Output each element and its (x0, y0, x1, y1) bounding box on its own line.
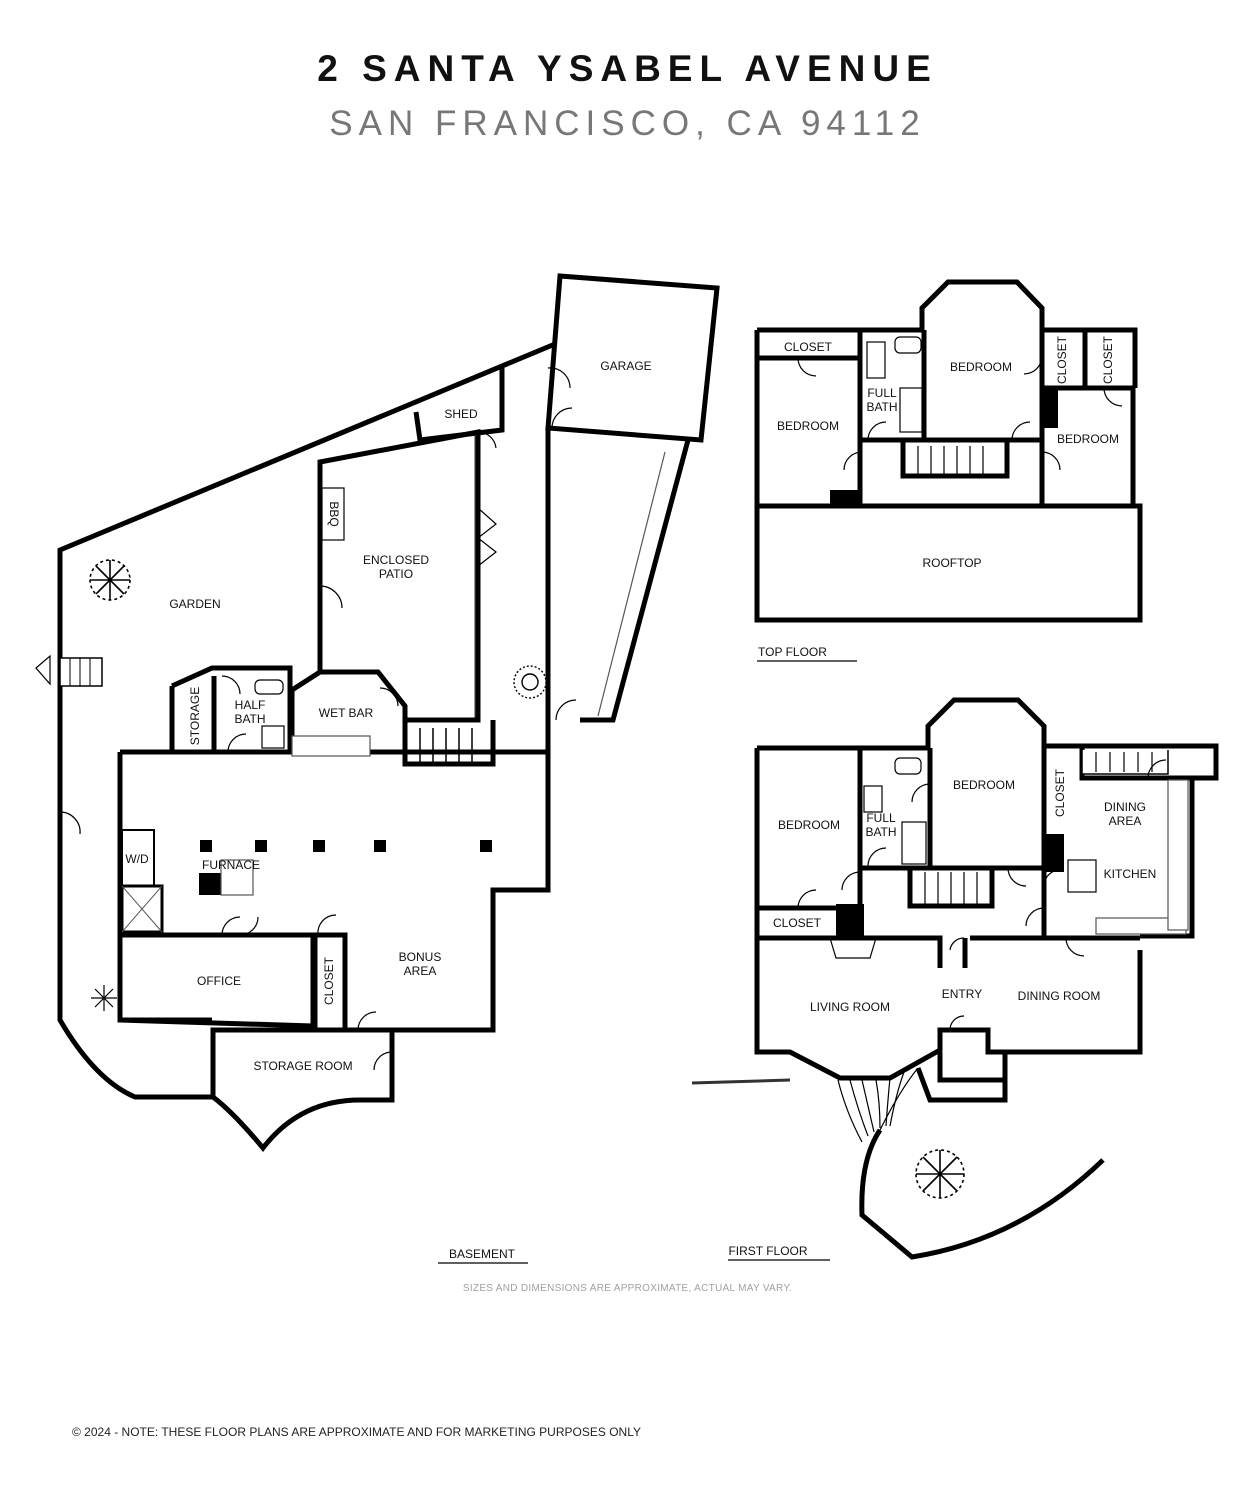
label-dining-area-1: DINING (1104, 800, 1146, 814)
label-enclosed-2: PATIO (379, 567, 413, 581)
first-bath-shower (901, 821, 927, 865)
basement-stair-treads (419, 728, 473, 762)
label-top-floor: TOP FLOOR (758, 645, 827, 659)
basement-stairs (402, 720, 496, 767)
half-bath-sink (261, 725, 285, 749)
label-entry: ENTRY (942, 987, 982, 1001)
top-chimney (830, 490, 860, 506)
label-dining-area-2: AREA (1109, 814, 1142, 828)
label-top-closet-c: CLOSET (1101, 335, 1115, 384)
garden-tree-icon (89, 559, 131, 601)
label-bbq: BBQ (327, 501, 341, 526)
disclaimer-text: SIZES AND DIMENSIONS ARE APPROXIMATE, AC… (462, 1283, 793, 1294)
label-garage: GARAGE (600, 359, 651, 373)
label-top-bedroom-left: BEDROOM (777, 419, 839, 433)
label-storage-room: STORAGE ROOM (253, 1059, 352, 1073)
label-top-closet-a: CLOSET (784, 340, 833, 354)
front-yard-tree-icon (915, 1149, 965, 1199)
basement-plan: GARAGE SHED BBQ ENCLOSED PATIO GARDEN ST… (35, 273, 720, 1264)
first-north-walls (757, 697, 1219, 939)
basement-doors (35, 367, 577, 1071)
first-fireplace (836, 904, 864, 940)
label-kitchen: KITCHEN (1104, 867, 1157, 881)
label-enclosed-1: ENCLOSED (363, 553, 429, 567)
label-half-bath-1: HALF (235, 698, 266, 712)
bbq-counter (321, 487, 345, 541)
top-doors (797, 355, 1123, 471)
basement-east-wall (345, 428, 551, 1033)
label-top-bedroom-center: BEDROOM (950, 360, 1012, 374)
top-stairs (900, 442, 1010, 479)
label-first-fullbath-1: FULL (866, 811, 896, 825)
top-bath-shower (899, 387, 923, 433)
first-south-walls (754, 748, 1143, 1081)
enclosed-patio-walls (317, 428, 481, 723)
label-wd: W/D (125, 852, 149, 866)
first-chimney (1044, 834, 1064, 872)
label-first-bedroom-left: BEDROOM (778, 818, 840, 832)
label-first-bedroom-center: BEDROOM (953, 778, 1015, 792)
furnace-unit (199, 873, 221, 895)
half-bath-toilet (254, 679, 284, 695)
label-basement-closet: CLOSET (322, 956, 336, 1005)
first-stairs-2 (1081, 750, 1169, 775)
label-first-fullbath-2: BATH (865, 825, 896, 839)
front-steps (837, 1067, 919, 1143)
first-bath-toilet (894, 757, 922, 775)
storage-halfbath-walls (170, 665, 293, 752)
city-subtitle: SAN FRANCISCO, CA 94112 (329, 104, 926, 143)
label-first-closet-v: CLOSET (1053, 768, 1067, 817)
basement-columns (200, 840, 492, 852)
label-living-room: LIVING ROOM (810, 1000, 890, 1014)
first-bath-sink (863, 785, 883, 813)
garage-walls (545, 273, 720, 443)
wet-bar-counter (291, 735, 371, 757)
label-top-fullbath-2: BATH (866, 400, 897, 414)
top-north-walls (757, 279, 1138, 388)
label-dining-room: DINING ROOM (1018, 989, 1101, 1003)
label-first-floor: FIRST FLOOR (728, 1244, 807, 1258)
label-basement-floor: BASEMENT (449, 1247, 516, 1261)
label-wet-bar: WET BAR (319, 706, 374, 720)
office-plant-icon (91, 985, 117, 1011)
label-bonus-1: BONUS (399, 950, 442, 964)
label-rooftop: ROOFTOP (922, 556, 981, 570)
top-chimney-2 (1042, 390, 1058, 428)
address-title: 2 SANTA YSABEL AVENUE (317, 48, 938, 89)
first-stairs (907, 868, 995, 909)
label-bonus-2: AREA (404, 964, 437, 978)
label-furnace: FURNACE (202, 858, 260, 872)
first-floor-plan: BEDROOM FULL BATH BEDROOM CLOSET DINING … (691, 697, 1219, 1261)
label-office: OFFICE (197, 974, 241, 988)
label-top-closet-b: CLOSET (1055, 335, 1069, 384)
shed-walls (413, 368, 505, 443)
garden-boundary-wall (57, 341, 556, 1100)
label-half-bath-2: BATH (234, 712, 265, 726)
top-floor-plan: CLOSET BEDROOM FULL BATH BEDROOM CLOSET … (754, 279, 1143, 662)
label-garden: GARDEN (169, 597, 220, 611)
patio-plant-icon (513, 665, 547, 699)
label-first-closet-h: CLOSET (773, 916, 822, 930)
label-top-bedroom-right: BEDROOM (1057, 432, 1119, 446)
kitchen-counter-side (1167, 779, 1189, 931)
top-bath-toilet (894, 336, 922, 354)
top-bath-sink (866, 341, 886, 379)
copyright-footer: © 2024 - NOTE: THESE FLOOR PLANS ARE APP… (72, 1425, 641, 1439)
kitchen-range (1067, 859, 1097, 893)
label-top-fullbath-1: FULL (867, 386, 897, 400)
label-storage: STORAGE (188, 687, 202, 745)
driveway-east-wall (580, 439, 691, 723)
first-doors (797, 759, 1167, 1031)
label-shed: SHED (444, 407, 478, 421)
front-yard-wall (859, 1128, 1105, 1260)
storage-room-walls (210, 1027, 395, 1152)
